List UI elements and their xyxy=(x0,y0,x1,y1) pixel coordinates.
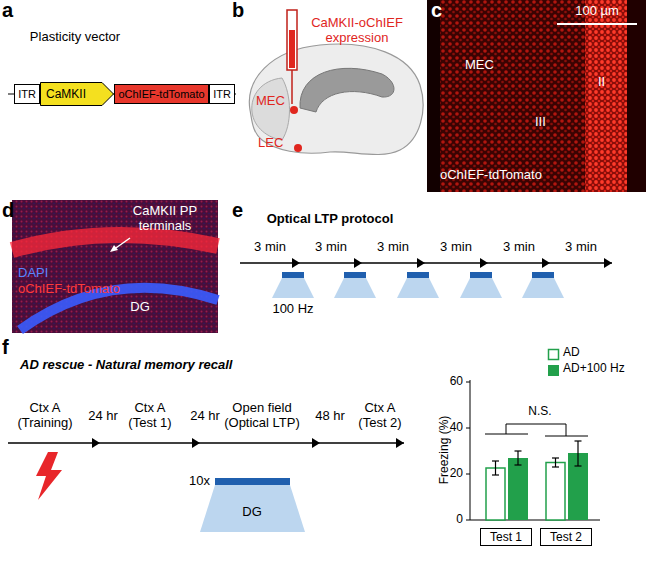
box-text: oChIEF-tdTomato xyxy=(118,89,204,100)
layer-label: II xyxy=(598,75,605,90)
tick-label: 40 xyxy=(450,421,463,435)
brain-outline xyxy=(249,44,423,154)
legend-text: AD xyxy=(563,346,580,360)
promoter-arrow: CaMKII xyxy=(40,82,114,106)
cerebellum xyxy=(252,78,290,140)
itr-box: ITR xyxy=(14,84,40,104)
experiment-title: AD rescue - Natural memory recall xyxy=(20,358,232,373)
scale-label: 100 µm xyxy=(575,4,619,19)
legend-swatch xyxy=(548,365,559,376)
group-box: Test 2 xyxy=(540,528,592,546)
transgene-box: oChIEF-tdTomato xyxy=(114,84,209,104)
group-box: Test 1 xyxy=(480,528,532,546)
box-text: ITR xyxy=(213,89,231,100)
channel-label: DAPI xyxy=(18,266,48,281)
region-label: MEC xyxy=(465,58,494,73)
timeline-heads xyxy=(92,438,404,448)
duration-label: 3 min xyxy=(565,240,597,255)
channel-label: oChIEF-tdTomato xyxy=(18,282,120,297)
region-label: DG xyxy=(130,300,150,315)
step-label: (Test 2) xyxy=(358,416,401,431)
interval-label: 24 hr xyxy=(88,409,118,424)
box-text: ITR xyxy=(18,89,36,100)
legend-text: AD+100 Hz xyxy=(563,362,625,376)
arrow-shape xyxy=(41,83,114,106)
light-cone xyxy=(200,485,305,532)
channel-label: oChIEF-tdTomato xyxy=(440,168,542,183)
panel-letter: e xyxy=(232,199,243,222)
step-label: Ctx A xyxy=(364,401,395,416)
box-text: CaMKII xyxy=(46,88,86,100)
duration-label: 3 min xyxy=(254,240,286,255)
step-label: (Training) xyxy=(17,416,72,431)
syringe-fill xyxy=(289,30,295,68)
region-label: DG xyxy=(242,505,262,520)
box-text: Test 2 xyxy=(550,531,582,543)
syringe-needle xyxy=(291,70,293,104)
syringe-barrel xyxy=(287,10,297,70)
interval-label: 24 hr xyxy=(190,409,220,424)
micrograph-edge xyxy=(627,0,646,192)
timeline-heads xyxy=(292,258,612,268)
step-label: (Optical LTP) xyxy=(224,416,300,431)
duration-label: 3 min xyxy=(315,240,347,255)
interval-label: 48 hr xyxy=(315,409,345,424)
timeline xyxy=(8,442,404,444)
significance-label: N.S. xyxy=(528,405,551,419)
step-label: (Test 1) xyxy=(128,416,171,431)
panel-letter: a xyxy=(2,0,13,22)
injection-site xyxy=(290,106,298,114)
micrograph xyxy=(12,200,218,333)
step-label: Ctx A xyxy=(134,401,165,416)
tick-label: 20 xyxy=(450,467,463,481)
micrograph-layer xyxy=(440,0,585,192)
repeat-label: 10x xyxy=(189,474,210,489)
itr-box: ITR xyxy=(209,84,235,104)
tick-label: 60 xyxy=(450,375,463,389)
duration-label: 3 min xyxy=(503,240,535,255)
hippocampus xyxy=(300,68,394,112)
box-text: Test 1 xyxy=(490,531,522,543)
scale-bar xyxy=(557,23,637,25)
step-label: Ctx A xyxy=(29,401,60,416)
pointer-head xyxy=(110,245,118,252)
panel-letter: c xyxy=(431,0,442,22)
layer-label: III xyxy=(535,115,546,130)
panel-letter: d xyxy=(2,199,14,222)
footshock-bolt xyxy=(36,452,62,500)
duration-label: 3 min xyxy=(440,240,472,255)
region-label: MEC xyxy=(256,94,285,109)
micrograph-layer xyxy=(585,0,627,192)
tick-label: 0 xyxy=(456,513,463,527)
protocol-title: Optical LTP protocol xyxy=(267,212,394,227)
panel-letter: f xyxy=(2,336,9,359)
step-label: Open field xyxy=(232,401,291,416)
injection-label: CaMKII-oChIEF expression xyxy=(305,16,409,46)
vector-title: Plasticity vector xyxy=(30,30,120,45)
duration-label: 3 min xyxy=(377,240,409,255)
injection-site xyxy=(294,144,302,152)
region-label: LEC xyxy=(258,136,283,151)
frequency-label: 100 Hz xyxy=(272,302,313,317)
micrograph xyxy=(427,0,646,192)
light-pulses xyxy=(272,272,564,298)
panel-letter: b xyxy=(232,0,244,22)
light-bar xyxy=(215,478,290,485)
bar-chart xyxy=(466,350,600,521)
terminal-label: CaMKII PP terminals xyxy=(117,204,213,234)
